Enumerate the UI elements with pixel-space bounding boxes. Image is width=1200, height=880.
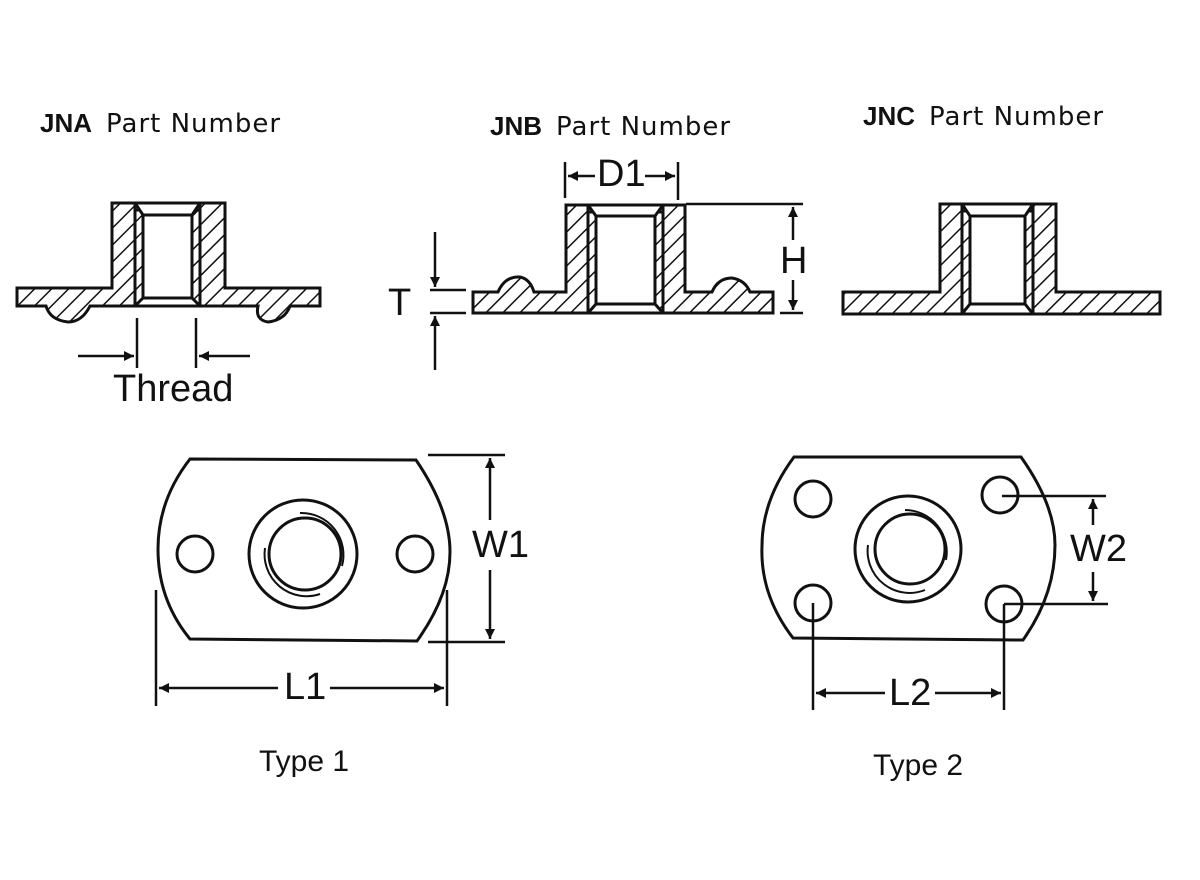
jnb-title: JNB Part Number: [490, 111, 731, 142]
jna-part-number-label: Part Number: [106, 109, 282, 139]
jna-right-body: [198, 201, 322, 324]
type1-top-view: [156, 457, 452, 643]
jnc-right-body: [1031, 202, 1162, 316]
jnb-d1-dimension: [563, 162, 680, 200]
jna-title: JNA Part Number: [40, 108, 281, 139]
jnb-h-dimension: [686, 202, 803, 315]
jnc-title: JNC Part Number: [863, 101, 1104, 132]
type2-w2-dimension: [1002, 494, 1108, 606]
l1-label: L1: [284, 666, 327, 708]
jnb-code: JNB: [490, 111, 543, 141]
t-label: T: [388, 282, 412, 324]
w2-label: W2: [1070, 528, 1127, 570]
jna-code: JNA: [40, 108, 93, 138]
jna-left-body: [15, 201, 137, 324]
jnb-t-dimension: [430, 232, 466, 370]
type1-label: Type 1: [259, 745, 350, 778]
jna-thread-right: [190, 208, 202, 308]
jnb-part-number-label: Part Number: [556, 112, 732, 142]
type2-label: Type 2: [873, 749, 964, 782]
type1-left-hole: [175, 534, 215, 574]
type1-l1-dimension: [154, 590, 449, 706]
type2-plate-outline: [760, 455, 1057, 642]
jnc-cross-section: [841, 202, 1162, 316]
jna-thread-left: [133, 208, 145, 308]
type1-w1-dimension: [428, 453, 505, 644]
type1-right-hole: [395, 534, 435, 574]
w1-label: W1: [472, 524, 529, 566]
type1-plate-outline: [156, 457, 452, 643]
h-label: H: [780, 240, 808, 282]
jnc-left-body: [841, 202, 964, 316]
type1-thread-arc: [299, 511, 345, 567]
type1-thread-inner: [267, 516, 343, 592]
jna-cross-section: [15, 201, 322, 324]
thread-label: Thread: [113, 368, 234, 410]
type2-boss-outer: [853, 494, 963, 604]
jna-thread-dimension: [78, 318, 250, 368]
jnc-code: JNC: [863, 101, 916, 131]
jnb-left-body: [471, 203, 590, 315]
type2-thread-inner: [873, 512, 947, 586]
type2-top-view: [760, 455, 1057, 642]
jnb-right-body: [661, 203, 775, 315]
type2-l2-dimension: [811, 603, 1006, 710]
jnb-cross-section: [471, 203, 775, 315]
type1-boss-outer: [247, 498, 359, 610]
jnc-part-number-label: Part Number: [929, 102, 1105, 132]
l2-label: L2: [889, 672, 932, 714]
type2-hole-top-left: [793, 479, 833, 519]
d1-label: D1: [597, 153, 646, 195]
